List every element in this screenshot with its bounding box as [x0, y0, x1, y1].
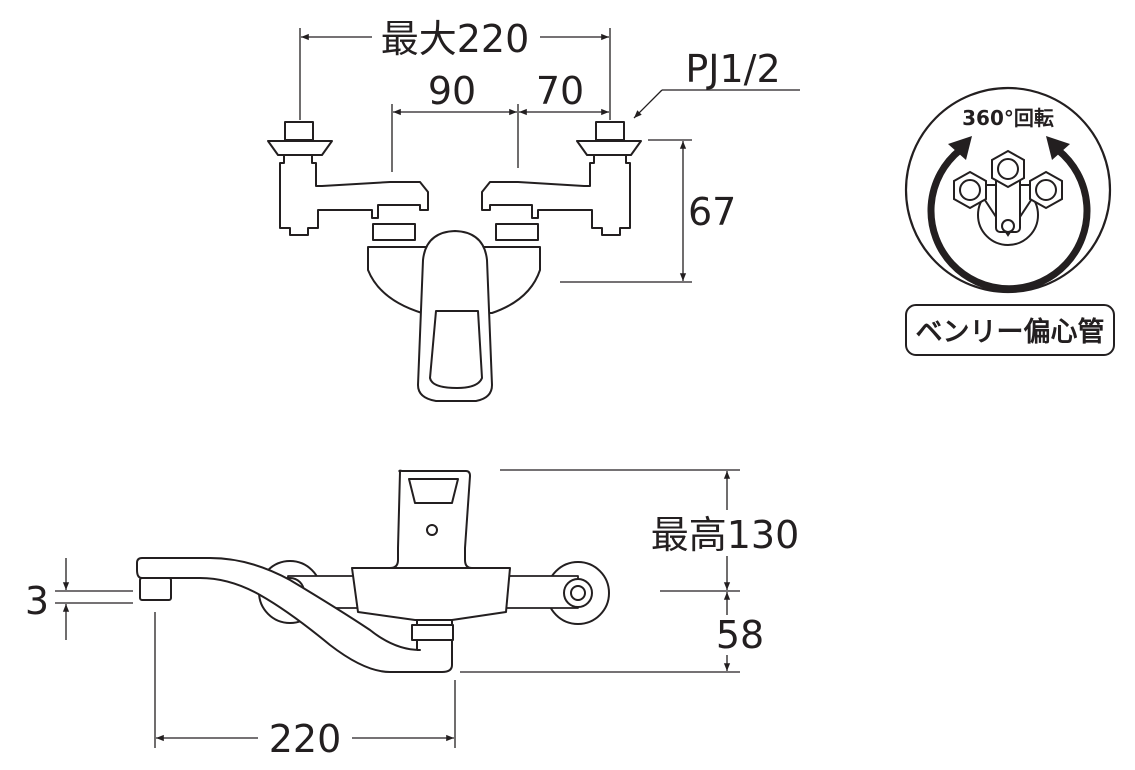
max-height-label: 最高130 — [651, 513, 800, 557]
right-valve — [481, 121, 642, 241]
top-view: 最大220 90 70 PJ1/2 67 — [267, 17, 800, 402]
thread-label: PJ1/2 — [685, 47, 780, 91]
dim-left-label: 90 — [428, 69, 476, 113]
lever-window — [429, 310, 483, 389]
faucet-body-side — [351, 567, 511, 621]
eccentric-pipe-badge: 360°回転 ベンリー偏心管 — [904, 86, 1115, 356]
height-67-label: 67 — [688, 190, 736, 234]
rotation-label: 360°回転 — [962, 106, 1054, 130]
side-view: 最高130 58 3 220 — [25, 469, 800, 761]
dim-right-label: 70 — [536, 69, 584, 113]
pipe-coupler — [411, 624, 454, 641]
badge-label: ベンリー偏心管 — [916, 317, 1105, 348]
spout-reach-label: 220 — [269, 717, 342, 761]
badge-label-box — [905, 304, 1115, 356]
left-valve — [267, 121, 429, 241]
dimension-lines-side — [55, 469, 740, 748]
rotation-arrow-icon — [927, 147, 1091, 293]
overall-width-label: 最大220 — [381, 17, 530, 61]
spout-tip — [139, 577, 172, 601]
hex-nut-icon — [953, 149, 1063, 246]
spout — [136, 557, 453, 673]
dimension-lines-top — [299, 28, 800, 283]
pipe-drop-label: 58 — [716, 613, 764, 657]
spout-offset-label: 3 — [25, 579, 49, 623]
